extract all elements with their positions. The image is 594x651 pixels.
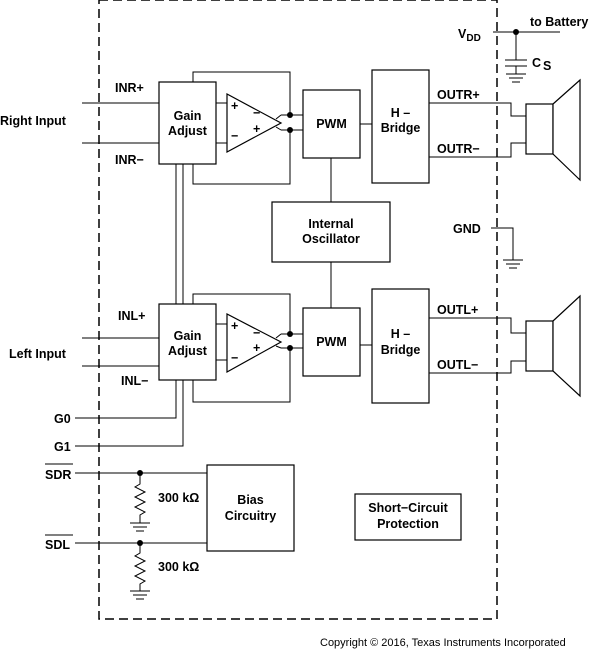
hbridge-left-label-2: Bridge bbox=[381, 343, 421, 357]
pin-gnd: GND bbox=[453, 222, 481, 236]
short-circuit-label-2: Protection bbox=[377, 517, 439, 531]
pwm-right-label: PWM bbox=[316, 117, 347, 131]
internal-oscillator-block bbox=[271, 201, 391, 263]
feedback-right-bottom bbox=[192, 130, 291, 185]
pin-inl-minus: INL− bbox=[121, 374, 148, 388]
g0-wire bbox=[75, 380, 177, 419]
pin-vdd: VDD bbox=[458, 27, 481, 44]
resistor-sdl-label: 300 kΩ bbox=[158, 560, 199, 574]
pin-inr-plus: INR+ bbox=[115, 81, 144, 95]
amplifier-left bbox=[226, 313, 283, 374]
gain-adjust-right-label-1: Gain bbox=[174, 109, 202, 123]
junction-dot bbox=[287, 345, 293, 351]
amp-left-plus-in: + bbox=[231, 319, 238, 333]
g1-wire bbox=[75, 380, 184, 447]
oscillator-label-1: Internal bbox=[308, 217, 353, 231]
bias-label-2: Circuitry bbox=[225, 509, 276, 523]
gain-adjust-left-label-2: Adjust bbox=[168, 344, 208, 358]
short-circuit-label-1: Short−Circuit bbox=[368, 501, 448, 515]
hbridge-left-block bbox=[371, 288, 430, 404]
ground-icon bbox=[491, 227, 523, 269]
pin-sdl: SDL bbox=[45, 538, 70, 552]
feedback-left-top bbox=[192, 293, 291, 334]
capacitor-cs-icon bbox=[505, 32, 527, 83]
hbridge-right-label-2: Bridge bbox=[381, 121, 421, 135]
pin-inr-minus: INR− bbox=[115, 153, 144, 167]
pwm-left-label: PWM bbox=[316, 335, 347, 349]
amp-left-minus-in: − bbox=[231, 351, 238, 365]
resistor-sdr-label: 300 kΩ bbox=[158, 491, 199, 505]
pin-inl-plus: INL+ bbox=[118, 309, 145, 323]
resistor-sdr-icon bbox=[130, 473, 150, 532]
bias-circuitry-block bbox=[206, 464, 295, 552]
gain-adjust-right-label-2: Adjust bbox=[168, 124, 208, 138]
feedback-left-bottom bbox=[192, 348, 291, 403]
amp-right-minus-out: − bbox=[253, 106, 260, 120]
junction-dot bbox=[287, 127, 293, 133]
bias-label-1: Bias bbox=[237, 493, 263, 507]
gain-adjust-left-label-1: Gain bbox=[174, 329, 202, 343]
pin-sdr: SDR bbox=[45, 468, 71, 482]
junction-dot bbox=[287, 112, 293, 118]
left-input-label: Left Input bbox=[9, 347, 67, 361]
hbridge-left-label-1: H – bbox=[391, 327, 411, 341]
right-input-label: Right Input bbox=[0, 114, 67, 128]
amp-right-minus-in: − bbox=[231, 129, 238, 143]
resistor-sdl-icon bbox=[130, 543, 150, 600]
outl-plus-wire bbox=[429, 317, 526, 334]
pin-outl-minus: OUTL− bbox=[437, 358, 478, 372]
amp-right-plus-in: + bbox=[231, 99, 238, 113]
hbridge-right-label-1: H – bbox=[391, 106, 411, 120]
pin-outl-plus: OUTL+ bbox=[437, 303, 478, 317]
outl-minus-wire bbox=[429, 360, 526, 374]
speaker-left-icon bbox=[525, 294, 581, 398]
short-circuit-protection-block bbox=[354, 493, 462, 541]
pwm-left-block bbox=[302, 307, 361, 377]
chip-boundary bbox=[98, 0, 498, 620]
outr-plus-wire bbox=[429, 102, 526, 117]
gain-adjust-left-block bbox=[158, 303, 217, 381]
junction-dot bbox=[287, 331, 293, 337]
amp-left-plus-out: + bbox=[253, 341, 260, 355]
to-battery-label: to Battery bbox=[530, 15, 588, 29]
pin-outr-plus: OUTR+ bbox=[437, 88, 480, 102]
copyright-text: Copyright © 2016, Texas Instruments Inco… bbox=[320, 637, 566, 649]
pin-g1: G1 bbox=[54, 440, 71, 454]
pin-g0: G0 bbox=[54, 412, 71, 426]
amplifier-right bbox=[226, 92, 283, 154]
amp-left-minus-out: − bbox=[253, 326, 260, 340]
speaker-right-icon bbox=[525, 78, 581, 182]
pwm-right-block bbox=[302, 89, 361, 159]
gain-adjust-right-block bbox=[158, 81, 217, 165]
amp-right-plus-out: + bbox=[253, 122, 260, 136]
hbridge-right-block bbox=[371, 69, 430, 184]
feedback-right-top bbox=[192, 71, 291, 115]
outr-minus-wire bbox=[429, 142, 526, 158]
pin-outr-minus: OUTR− bbox=[437, 142, 480, 156]
oscillator-label-2: Oscillator bbox=[302, 232, 360, 246]
